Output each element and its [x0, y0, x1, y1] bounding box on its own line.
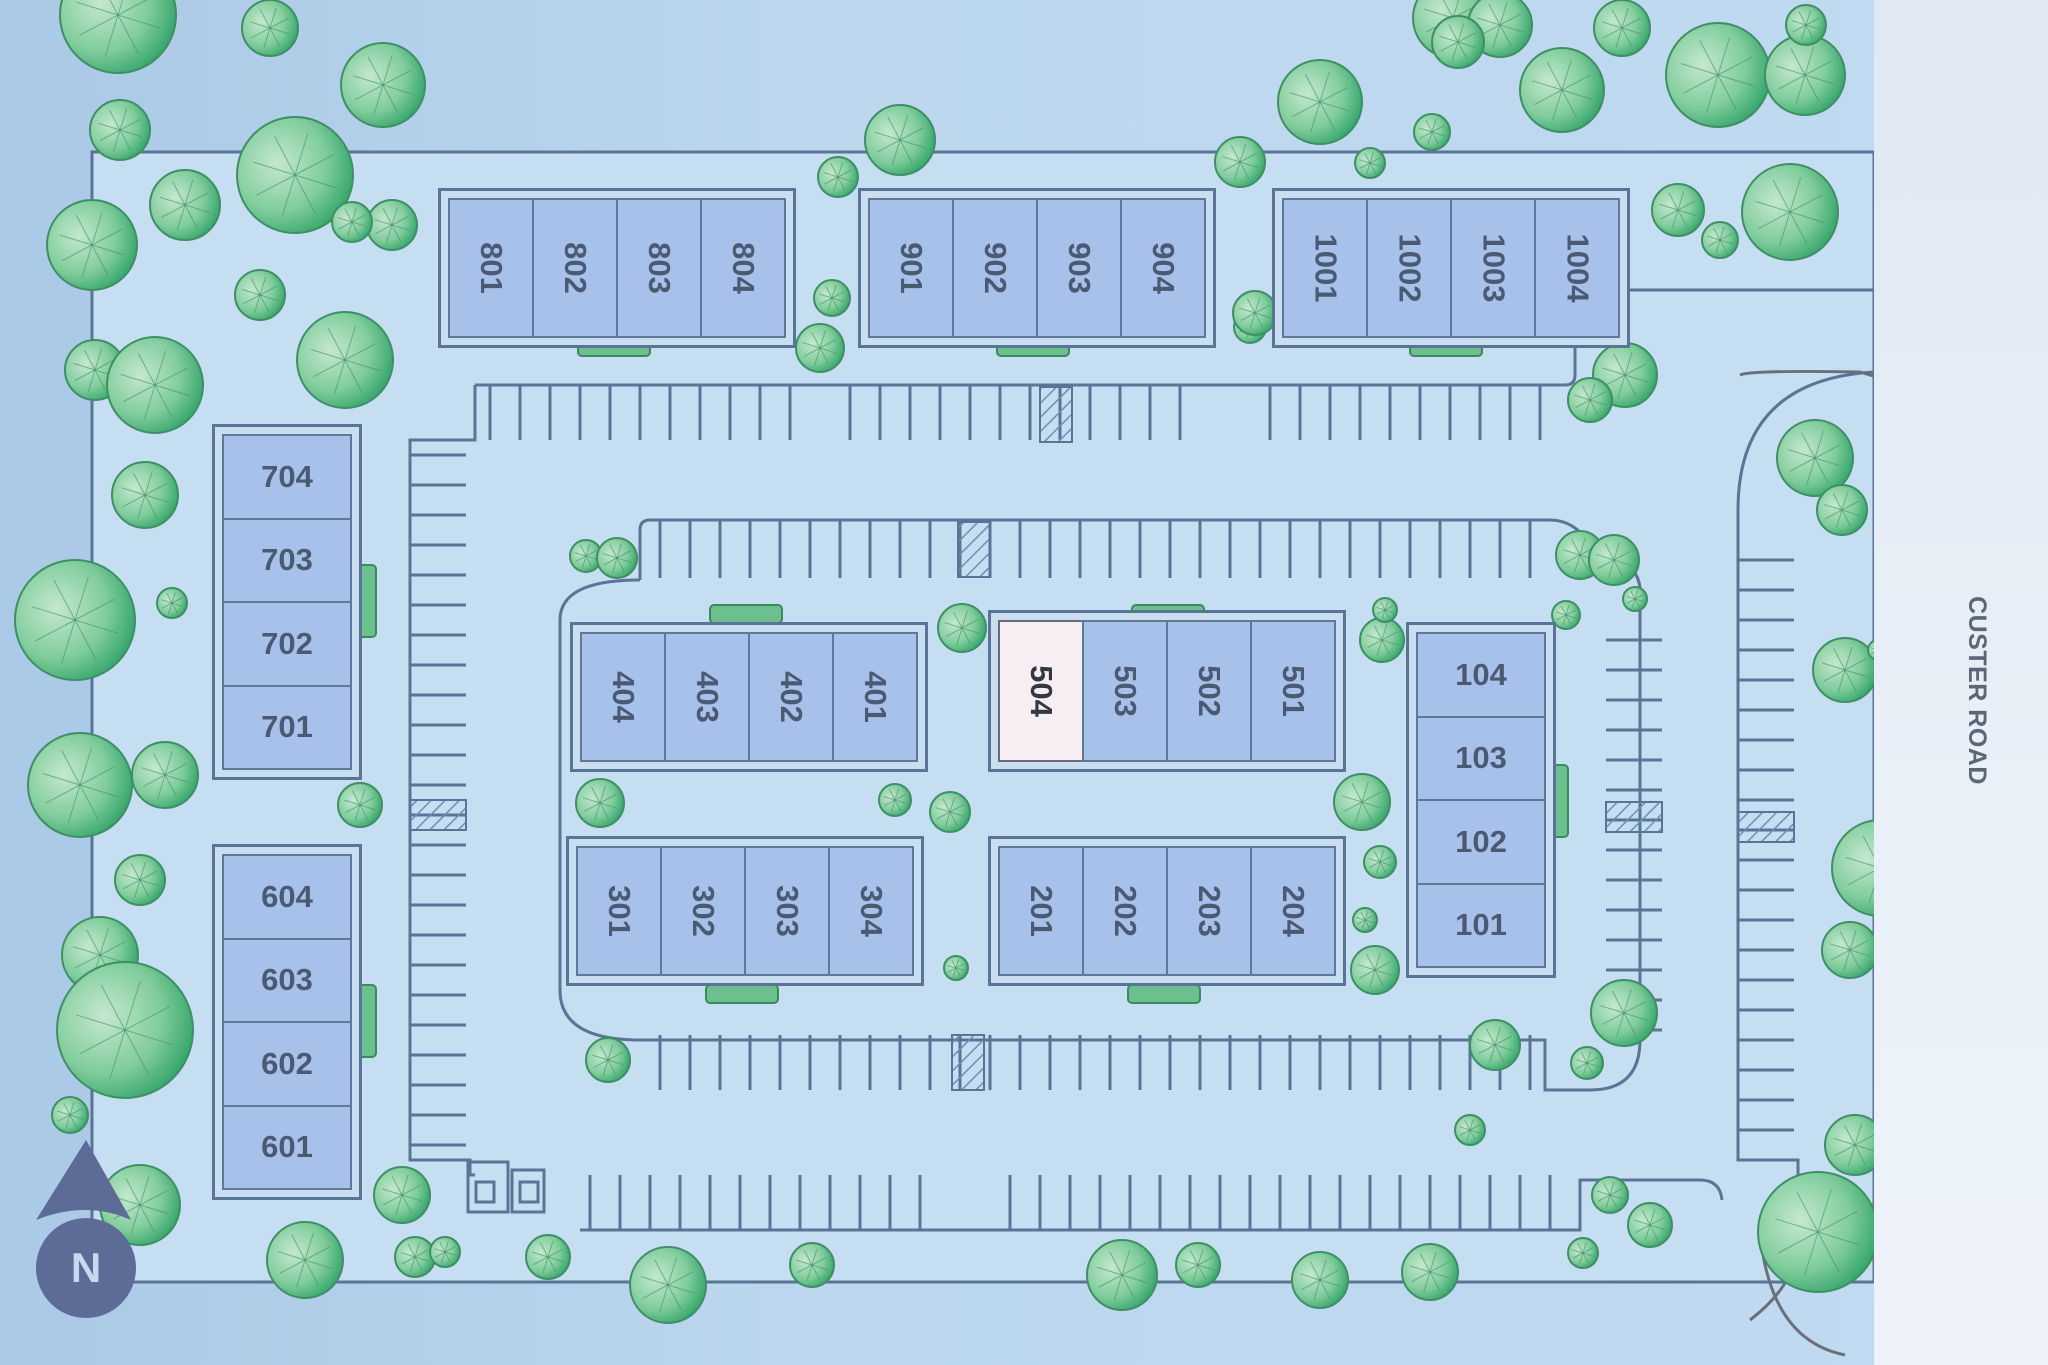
unit-label: 602	[261, 1045, 313, 1081]
unit-label: 704	[261, 458, 313, 494]
compass-label: N	[70, 1244, 102, 1291]
unit-label: 1003	[1476, 233, 1511, 303]
unit-label: 702	[261, 625, 313, 661]
unit-202[interactable]: 202	[1082, 846, 1168, 976]
building-500: 504 503 502 501	[988, 610, 1346, 772]
unit-label: 204	[1275, 885, 1311, 937]
road-band	[1874, 0, 2048, 1365]
unit-201[interactable]: 201	[998, 846, 1084, 976]
unit-label: 302	[685, 885, 721, 937]
accessible-parking-spaces	[409, 386, 1795, 1091]
unit-label: 903	[1061, 242, 1097, 294]
unit-label: 502	[1191, 665, 1227, 717]
unit-704[interactable]: 704	[222, 434, 352, 520]
unit-label: 804	[725, 242, 761, 294]
unit-603[interactable]: 603	[222, 937, 352, 1023]
building-100: 104 103 102 101	[1406, 622, 1556, 978]
unit-label: 802	[557, 242, 593, 294]
building-800: 801 802 803 804	[438, 188, 796, 348]
unit-801[interactable]: 801	[448, 198, 534, 338]
unit-label: 1001	[1308, 233, 1343, 303]
building-400: 404 403 402 401	[570, 622, 928, 772]
unit-label: 901	[893, 242, 929, 294]
unit-104[interactable]: 104	[1416, 632, 1546, 718]
unit-702[interactable]: 702	[222, 601, 352, 687]
unit-label: 504	[1023, 665, 1059, 717]
unit-504[interactable]: 504	[998, 620, 1084, 762]
unit-label: 603	[261, 962, 313, 998]
unit-1001[interactable]: 1001	[1282, 198, 1368, 338]
unit-label: 104	[1455, 656, 1507, 692]
unit-label: 402	[773, 671, 809, 723]
street-label: CUSTER ROAD	[1962, 595, 1991, 785]
unit-904[interactable]: 904	[1120, 198, 1206, 338]
unit-604[interactable]: 604	[222, 854, 352, 940]
unit-label: 304	[853, 885, 889, 937]
unit-303[interactable]: 303	[744, 846, 830, 976]
unit-label: 902	[977, 242, 1013, 294]
unit-label: 1004	[1560, 233, 1595, 303]
building-700: 704 703 702 701	[212, 424, 362, 780]
unit-label: 1002	[1392, 233, 1427, 303]
unit-802[interactable]: 802	[532, 198, 618, 338]
unit-label: 701	[261, 709, 313, 745]
tree-icon	[59, 0, 177, 74]
unit-label: 604	[261, 878, 313, 914]
unit-label: 201	[1023, 885, 1059, 937]
building-300: 301 302 303 304	[566, 836, 924, 986]
unit-1003[interactable]: 1003	[1450, 198, 1536, 338]
unit-901[interactable]: 901	[868, 198, 954, 338]
unit-103[interactable]: 103	[1416, 715, 1546, 801]
unit-label: 404	[605, 671, 641, 723]
building-200: 201 202 203 204	[988, 836, 1346, 986]
unit-1002[interactable]: 1002	[1366, 198, 1452, 338]
unit-label: 501	[1275, 665, 1311, 717]
unit-502[interactable]: 502	[1166, 620, 1252, 762]
unit-304[interactable]: 304	[828, 846, 914, 976]
unit-label: 803	[641, 242, 677, 294]
mailbox-kiosk	[466, 1160, 546, 1214]
unit-902[interactable]: 902	[952, 198, 1038, 338]
unit-label: 703	[261, 542, 313, 578]
unit-label: 203	[1191, 885, 1227, 937]
unit-803[interactable]: 803	[616, 198, 702, 338]
unit-203[interactable]: 203	[1166, 846, 1252, 976]
unit-1004[interactable]: 1004	[1534, 198, 1620, 338]
north-arrow-icon	[36, 1140, 136, 1318]
unit-label: 904	[1145, 242, 1181, 294]
unit-204[interactable]: 204	[1250, 846, 1336, 976]
unit-101[interactable]: 101	[1416, 882, 1546, 968]
parking-stalls	[410, 385, 1794, 1230]
unit-label: 301	[601, 885, 637, 937]
unit-403[interactable]: 403	[664, 632, 750, 762]
unit-404[interactable]: 404	[580, 632, 666, 762]
unit-label: 503	[1107, 665, 1143, 717]
unit-label: 101	[1455, 907, 1507, 943]
unit-804[interactable]: 804	[700, 198, 786, 338]
unit-label: 801	[473, 242, 509, 294]
building-900: 901 902 903 904	[858, 188, 1216, 348]
unit-402[interactable]: 402	[748, 632, 834, 762]
building-1000: 1001 1002 1003 1004	[1272, 188, 1630, 348]
building-600: 604 603 602 601	[212, 844, 362, 1200]
unit-601[interactable]: 601	[222, 1104, 352, 1190]
unit-label: 401	[857, 671, 893, 723]
unit-602[interactable]: 602	[222, 1021, 352, 1107]
unit-703[interactable]: 703	[222, 517, 352, 603]
unit-label: 202	[1107, 885, 1143, 937]
unit-903[interactable]: 903	[1036, 198, 1122, 338]
unit-label: 103	[1455, 740, 1507, 776]
unit-302[interactable]: 302	[660, 846, 746, 976]
unit-501[interactable]: 501	[1250, 620, 1336, 762]
unit-701[interactable]: 701	[222, 684, 352, 770]
unit-label: 403	[689, 671, 725, 723]
unit-102[interactable]: 102	[1416, 799, 1546, 885]
unit-label: 601	[261, 1129, 313, 1165]
unit-401[interactable]: 401	[832, 632, 918, 762]
unit-503[interactable]: 503	[1082, 620, 1168, 762]
unit-301[interactable]: 301	[576, 846, 662, 976]
unit-label: 303	[769, 885, 805, 937]
unit-label: 102	[1455, 823, 1507, 859]
